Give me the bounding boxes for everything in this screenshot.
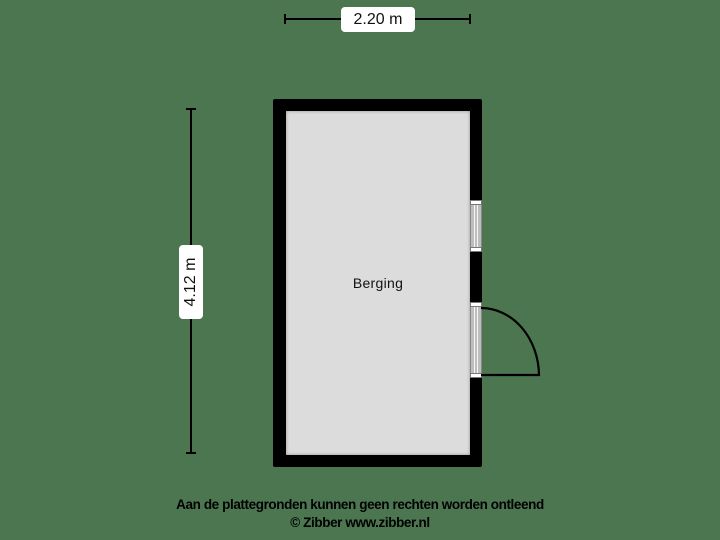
door-frame (470, 302, 482, 378)
door-swing-icon (480, 306, 541, 377)
width-dimension-tick-right (469, 14, 471, 24)
height-dimension-label-box: 4.12 m (179, 245, 203, 319)
height-dimension-label: 4.12 m (179, 245, 203, 319)
height-dimension-tick-top (186, 108, 196, 110)
window (470, 200, 482, 252)
room-label: Berging (352, 275, 404, 291)
height-dimension-tick-bottom (186, 452, 196, 454)
room-berging[interactable] (286, 111, 470, 455)
credit-text: © Zibber www.zibber.nl (290, 515, 430, 530)
width-dimension-tick-left (284, 14, 286, 24)
width-dimension-label: 2.20 m (341, 7, 415, 32)
disclaimer-text: Aan de plattegronden kunnen geen rechten… (176, 497, 544, 512)
